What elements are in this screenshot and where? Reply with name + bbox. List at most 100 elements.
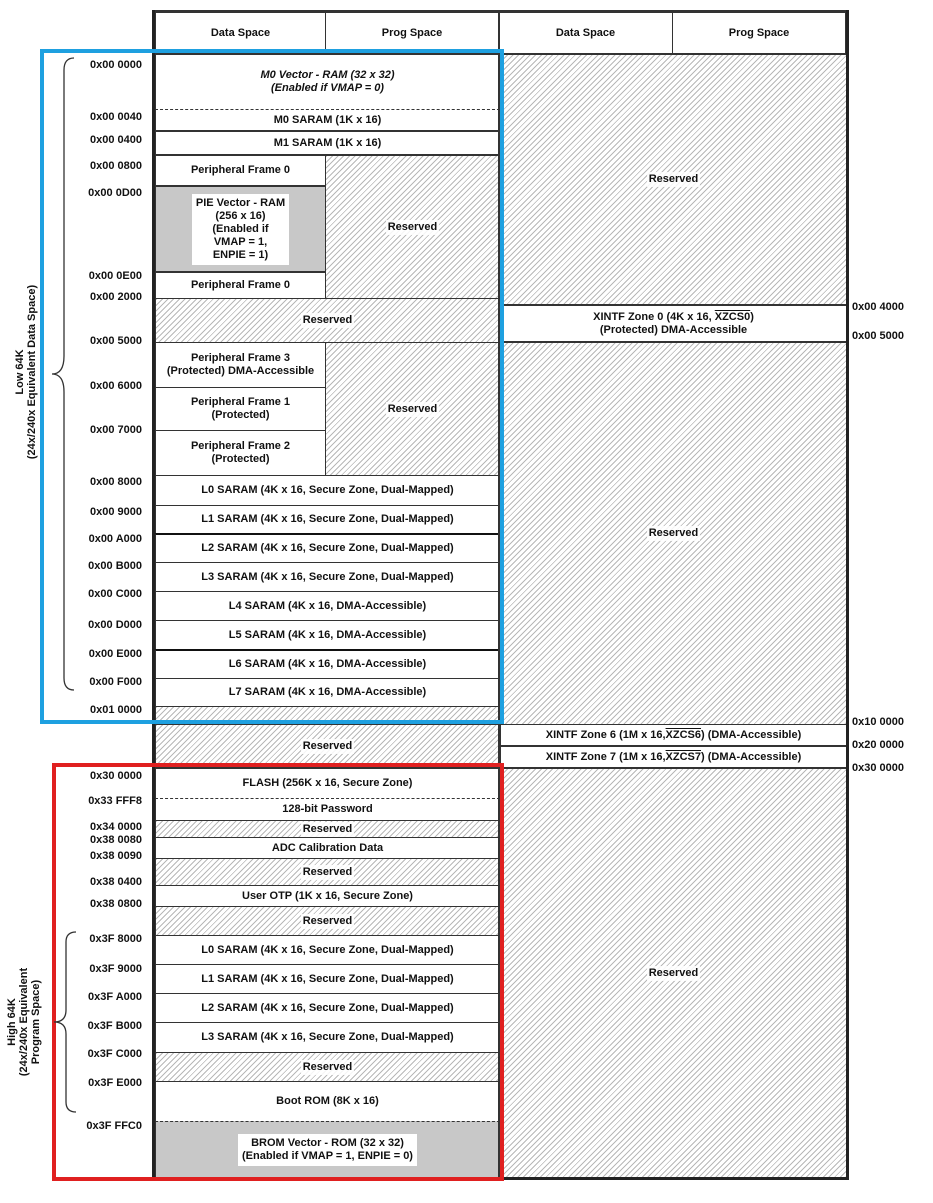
address-label: 0x00 0E00 [88,270,142,282]
address-label: 0x3F 8000 [89,933,142,945]
address-label: 0x3F 9000 [89,963,142,975]
address-label: 0x01 0000 [90,704,142,716]
address-label: 0x38 0090 [90,850,142,862]
address-label: 0x00 8000 [90,476,142,488]
header-data-space-high: Data Space [498,10,673,54]
reserved-label: Reserved [300,913,355,929]
brom-vector-block: BROM Vector - ROM (32 x 32) (Enabled if … [155,1121,500,1178]
high-64k-brace [53,931,77,1113]
l3-saram-block: L3 SARAM (4K x 16, Secure Zone, Dual-Map… [155,562,500,592]
address-label: 0x00 0000 [90,59,142,71]
address-label: 0x3F FFC0 [86,1120,142,1132]
xintf0-close: ) [750,310,754,323]
pie-vector-line3: (Enabled if [212,222,269,235]
m0-saram-block: M0 SARAM (1K x 16) [155,109,500,131]
address-label: 0x3F B000 [87,1020,142,1032]
reserved-label: Reserved [646,965,701,981]
xzcs6-signal: XZCS6 [665,728,702,741]
address-label: 0x00 2000 [90,291,142,303]
l0-saram-block: L0 SARAM (4K x 16, Secure Zone, Dual-Map… [155,475,500,506]
address-label: 0x30 0000 [90,770,142,782]
address-label: 0x38 0800 [90,898,142,910]
high-64k-subtitle-2: Program Space) [30,979,42,1065]
xintf6-close: ) (DMA-Accessible) [701,728,802,741]
l7-saram-block: L7 SARAM (4K x 16, DMA-Accessible) [155,678,500,707]
peripheral-frame3-block: Peripheral Frame 3 (Protected) DMA-Acces… [155,342,326,388]
address-label: 0x00 4000 [852,301,904,313]
l5-saram-block: L5 SARAM (4K x 16, DMA-Accessible) [155,620,500,650]
reserved-block-thin [155,706,500,724]
reserved-label: Reserved [300,864,355,880]
adc-calibration-block: ADC Calibration Data [155,837,500,859]
l0-saram-high-block: L0 SARAM (4K x 16, Secure Zone, Dual-Map… [155,935,500,965]
reserved-block-xintf-top: Reserved [500,54,847,305]
user-otp-block: User OTP (1K x 16, Secure Zone) [155,885,500,907]
address-label: 0x00 0D00 [88,187,142,199]
l4-saram-block: L4 SARAM (4K x 16, DMA-Accessible) [155,591,500,621]
peripheral-frame0-block: Peripheral Frame 0 [155,155,326,186]
l3-saram-high-block: L3 SARAM (4K x 16, Secure Zone, Dual-Map… [155,1022,500,1053]
address-label: 0x00 5000 [852,330,904,342]
reserved-label: Reserved [300,313,355,328]
address-label: 0x3F C000 [87,1048,142,1060]
reserved-label: Reserved [646,526,701,541]
reserved-block-prog-periph: Reserved [325,342,500,476]
pf2-line2: (Protected) [211,453,270,465]
brom-vector-line1: BROM Vector - ROM (32 x 32) [251,1136,404,1149]
high-64k-subtitle: (24x/240x Equivalent [18,967,30,1077]
address-label: 0x00 E000 [88,648,142,660]
high-64k-title: High 64K [6,998,18,1046]
pf2-line1: Peripheral Frame 2 [190,440,291,452]
address-label: 0x00 C000 [88,588,142,600]
m1-saram-block: M1 SARAM (1K x 16) [155,131,500,155]
reserved-block-prog-low: Reserved [325,155,500,299]
xintf6-text: XINTF Zone 6 (1M x 16, [545,728,666,741]
address-label: 0x00 5000 [90,335,142,347]
xzcs0-signal: XZCS0 [714,310,751,323]
xintf7-close: ) (DMA-Accessible) [701,750,802,763]
reserved-label: Reserved [385,219,440,235]
low-64k-brace [51,57,75,691]
reserved-block-380090: Reserved [155,858,500,886]
address-label: 0x38 0080 [90,834,142,846]
brom-vector-label: BROM Vector - ROM (32 x 32) (Enabled if … [238,1133,417,1166]
reserved-label: Reserved [646,172,701,187]
address-label: 0x00 D000 [88,619,142,631]
xintf-zone7-block: XINTF Zone 7 (1M x 16, XZCS7) (DMA-Acces… [500,746,847,768]
address-label: 0x00 0800 [90,160,142,172]
m0-vector-ram-block: M0 Vector - RAM (32 x 32) (Enabled if VM… [155,54,500,110]
m0-vector-line1: M0 Vector - RAM (32 x 32) [260,69,395,81]
address-label: 0x38 0400 [90,876,142,888]
pie-vector-line1: PIE Vector - RAM [195,196,286,209]
boot-rom-block: Boot ROM (8K x 16) [155,1081,500,1122]
l2-saram-block: L2 SARAM (4K x 16, Secure Zone, Dual-Map… [155,533,500,563]
l1-saram-high-block: L1 SARAM (4K x 16, Secure Zone, Dual-Map… [155,964,500,994]
xintf0-line2: (Protected) DMA-Accessible [599,323,748,336]
pie-vector-line5: ENPIE = 1) [212,248,269,261]
xintf7-text: XINTF Zone 7 (1M x 16, [545,750,666,763]
reserved-block-xintf-middle: Reserved [500,342,847,725]
pie-vector-ram-block: PIE Vector - RAM (256 x 16) (Enabled if … [155,186,326,272]
m0-vector-line2: (Enabled if VMAP = 0) [271,82,384,94]
address-label: 0x00 6000 [90,380,142,392]
address-label: 0x00 9000 [90,506,142,518]
brom-vector-line2: (Enabled if VMAP = 1, ENPIE = 0) [242,1149,413,1162]
peripheral-frame1-block: Peripheral Frame 1 (Protected) [155,387,326,431]
xzcs7-signal: XZCS7 [665,750,702,763]
l6-saram-block: L6 SARAM (4K x 16, DMA-Accessible) [155,649,500,679]
address-label: 0x20 0000 [852,739,904,751]
pie-vector-line2: (256 x 16) [215,209,266,222]
xintf0-text: XINTF Zone 0 (4K x 16, [593,310,715,323]
reserved-block-2000: Reserved [155,298,500,343]
pie-vector-line4: VMAP = 1, [213,235,268,248]
address-label: 0x00 A000 [88,533,142,545]
reserved-label: Reserved [300,738,355,754]
reserved-label: Reserved [385,401,440,417]
address-label: 0x3F E000 [88,1077,142,1089]
address-label: 0x30 0000 [852,762,904,774]
header-prog-space-low: Prog Space [325,10,499,54]
reserved-label: Reserved [300,1059,355,1075]
reserved-block-380800: Reserved [155,906,500,936]
center-divider [498,10,500,1180]
address-label: 0x33 FFF8 [88,795,142,807]
